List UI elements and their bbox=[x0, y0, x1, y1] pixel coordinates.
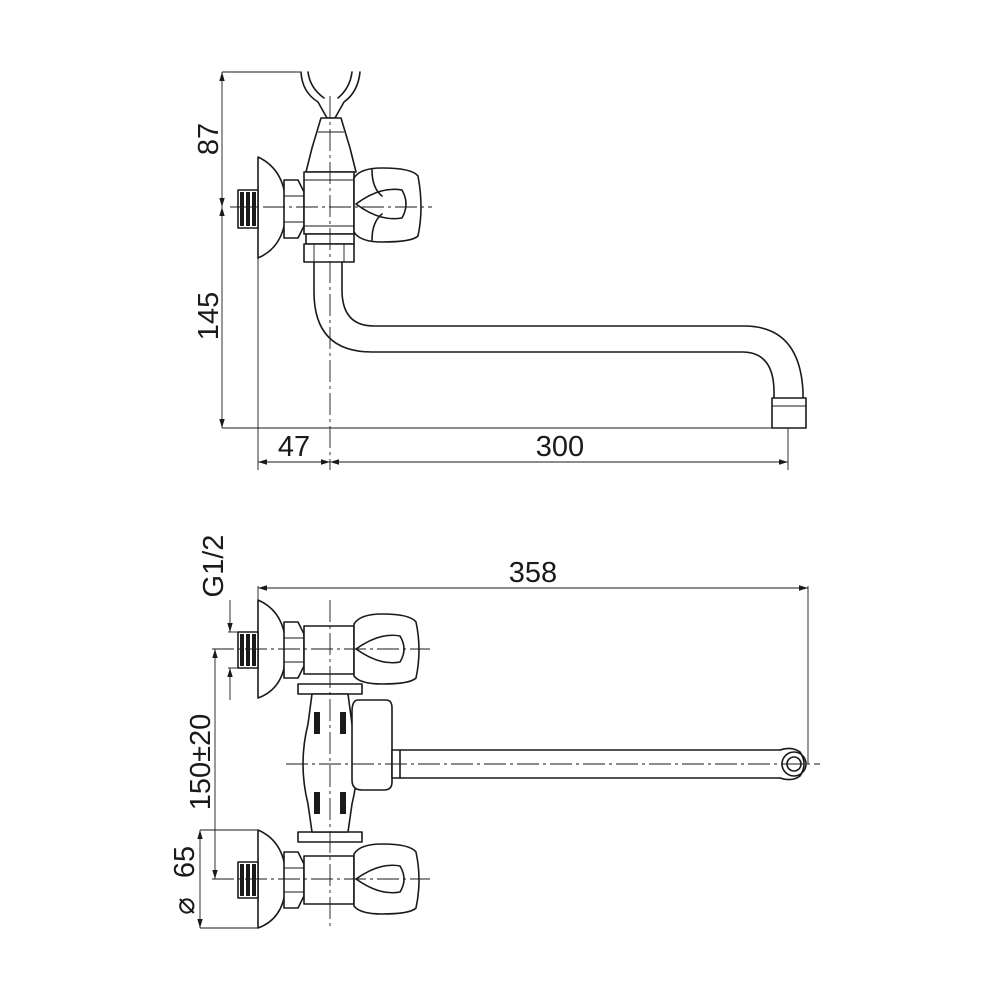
spout-top bbox=[313, 261, 775, 399]
hex-nut-lower bbox=[283, 851, 305, 909]
bottom-view: 358 G1/2 150±20 65 ⌀ bbox=[169, 535, 820, 930]
valve-body-lower bbox=[303, 855, 355, 905]
thread-pattern-lower bbox=[240, 864, 256, 896]
dim-300-label: 300 bbox=[536, 431, 584, 463]
spout-bottom bbox=[399, 749, 781, 779]
dim-145-label: 145 bbox=[193, 292, 225, 340]
aerator bbox=[771, 397, 807, 429]
dim-87-label: 87 bbox=[193, 123, 225, 155]
hex-nut-upper bbox=[283, 621, 305, 679]
diameter-symbol: ⌀ bbox=[169, 897, 201, 914]
valve-body-upper bbox=[303, 625, 355, 675]
spout-swivel-nut bbox=[303, 243, 355, 263]
handle-top bbox=[353, 167, 422, 243]
top-view: 87 145 47 300 bbox=[193, 71, 807, 470]
dim-thread-label: G1/2 bbox=[198, 535, 230, 598]
dim-65-label: 65 bbox=[169, 846, 201, 878]
dim-150-label: 150±20 bbox=[185, 714, 217, 811]
hex-nut-top bbox=[283, 179, 305, 239]
diverter-stem bbox=[305, 117, 357, 173]
dim-47-label: 47 bbox=[278, 431, 310, 463]
thread-pattern-top bbox=[240, 192, 256, 226]
spout-mount bbox=[351, 699, 393, 791]
wall-flange-top bbox=[257, 156, 287, 259]
valve-body-top bbox=[303, 171, 355, 235]
thread-pattern-upper bbox=[240, 634, 256, 666]
dim-358-label: 358 bbox=[509, 557, 557, 589]
dim-65-label-group: 65 ⌀ bbox=[169, 846, 201, 915]
